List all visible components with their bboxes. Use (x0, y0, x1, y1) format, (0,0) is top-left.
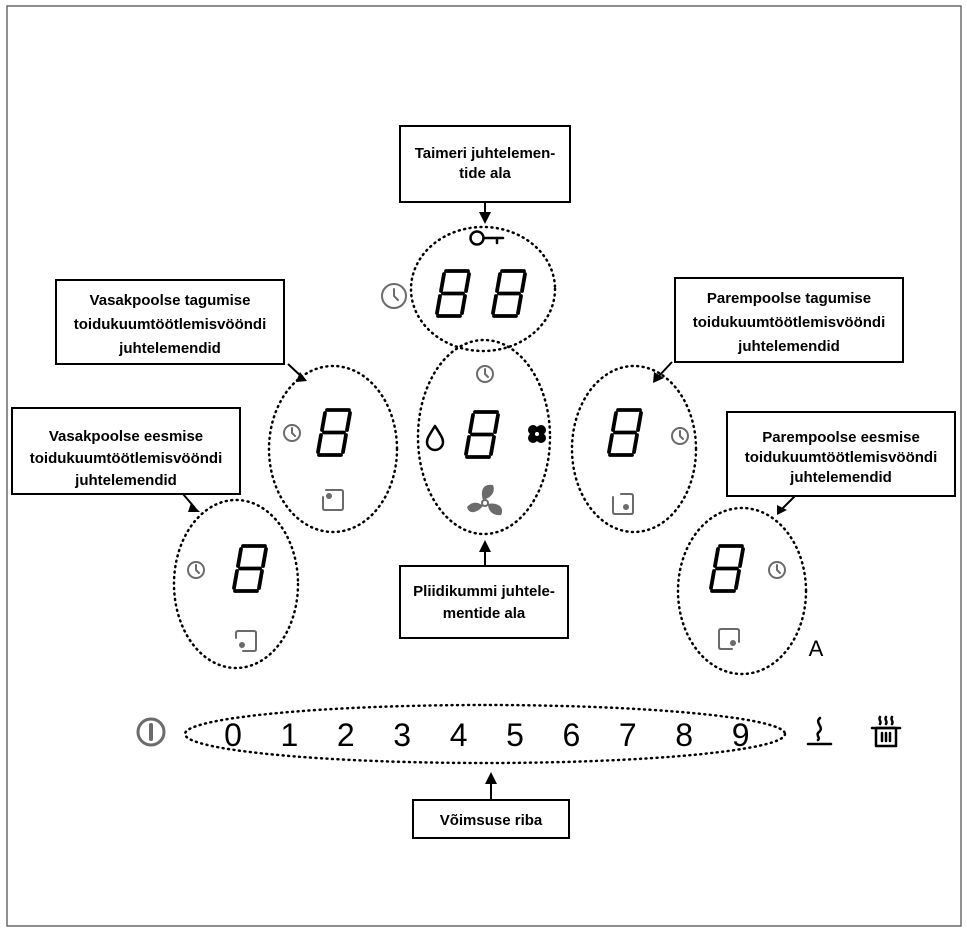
callout-right-rear-line2: toidukuumtöötlemisvööndi (693, 314, 886, 331)
callout-right-front-line1: Parempoolse eesmise (762, 429, 920, 446)
right-front-zone-outline (676, 506, 808, 676)
callout-left-front: Vasakpoolse eesmise toidukuumtöötlemisvö… (11, 407, 241, 495)
power-level-9[interactable]: 9 (732, 717, 750, 753)
left-front-display (232, 544, 268, 593)
callout-power-bar: Võimsuse riba (412, 799, 570, 839)
callout-left-front-line2: toidukuumtöötlemisvööndi (30, 450, 223, 467)
power-levels: 0 1 2 3 4 5 6 7 8 9 (224, 717, 749, 753)
callout-right-rear-line1: Parempoolse tagumise (707, 290, 871, 307)
key-lock-icon[interactable] (469, 230, 505, 246)
power-level-2[interactable]: 2 (337, 717, 355, 753)
callout-right-front-line2: toidukuumtöötlemisvööndi (745, 449, 938, 466)
auto-mode-label[interactable]: A (809, 636, 824, 661)
hood-timer-icon (476, 365, 494, 383)
keep-warm-icon[interactable] (806, 716, 833, 746)
left-front-position-icon[interactable] (235, 630, 257, 652)
right-rear-display (607, 408, 643, 457)
callout-left-front-line3: juhtelemendid (74, 472, 177, 489)
hood-display (464, 410, 500, 459)
power-level-4[interactable]: 4 (450, 717, 468, 753)
left-front-zone-outline (172, 498, 300, 670)
callout-hood: Pliidikummi juhtele- mentide ala (399, 565, 569, 639)
callout-hood-line2: mentide ala (443, 605, 526, 622)
power-bar-outline (183, 703, 787, 765)
right-rear-zone-outline (570, 364, 698, 534)
callout-timer-line2: tide ala (459, 165, 511, 182)
power-level-5[interactable]: 5 (506, 717, 524, 753)
right-front-display (709, 544, 745, 593)
right-front-position-icon[interactable] (718, 628, 740, 650)
power-level-3[interactable]: 3 (393, 717, 411, 753)
right-rear-clock-icon (671, 427, 689, 445)
power-level-8[interactable]: 8 (675, 717, 693, 753)
left-rear-zone-outline (267, 364, 399, 534)
left-front-clock-icon (187, 561, 205, 579)
boil-pot-icon[interactable] (870, 715, 902, 748)
left-rear-display (316, 408, 352, 457)
power-level-0[interactable]: 0 (224, 717, 242, 753)
callout-right-front: Parempoolse eesmise toidukuumtöötlemisvö… (726, 411, 956, 497)
callout-hood-line1: Pliidikummi juhtele- (413, 583, 555, 600)
power-level-6[interactable]: 6 (563, 717, 581, 753)
left-rear-position-icon[interactable] (322, 489, 344, 511)
right-rear-position-icon[interactable] (612, 493, 634, 515)
callout-right-rear: Parempoolse tagumise toidukuumtöötlemisv… (674, 277, 904, 363)
hood-fan-icon[interactable] (467, 484, 503, 516)
power-button[interactable] (136, 717, 166, 747)
left-rear-clock-icon (283, 424, 301, 442)
callout-right-front-line3: juhtelemendid (789, 469, 892, 486)
callout-left-rear-line3: juhtelemendid (118, 340, 221, 357)
callout-power-bar-label: Võimsuse riba (440, 812, 543, 829)
callout-left-rear-line1: Vasakpoolse tagumise (90, 292, 251, 309)
hood-filter-icon[interactable] (528, 425, 546, 443)
callout-right-rear-line3: juhtelemendid (737, 338, 840, 355)
callout-timer: Taimeri juhtelemen- tide ala (399, 125, 571, 203)
power-level-1[interactable]: 1 (281, 717, 299, 753)
outer-frame (6, 5, 962, 927)
callout-left-rear: Vasakpoolse tagumise toidukuumtöötlemisv… (55, 279, 285, 365)
callout-left-rear-line2: toidukuumtöötlemisvööndi (74, 316, 267, 333)
hood-zone-outline (416, 338, 552, 536)
callout-timer-line1: Taimeri juhtelemen- (415, 145, 556, 162)
timer-clock-icon[interactable] (381, 283, 407, 309)
timer-display (435, 269, 527, 318)
right-front-clock-icon (768, 561, 786, 579)
timer-zone-outline (409, 225, 557, 353)
hood-drop-icon[interactable] (425, 424, 445, 452)
callout-left-front-line1: Vasakpoolse eesmise (49, 428, 203, 445)
power-level-7[interactable]: 7 (619, 717, 637, 753)
